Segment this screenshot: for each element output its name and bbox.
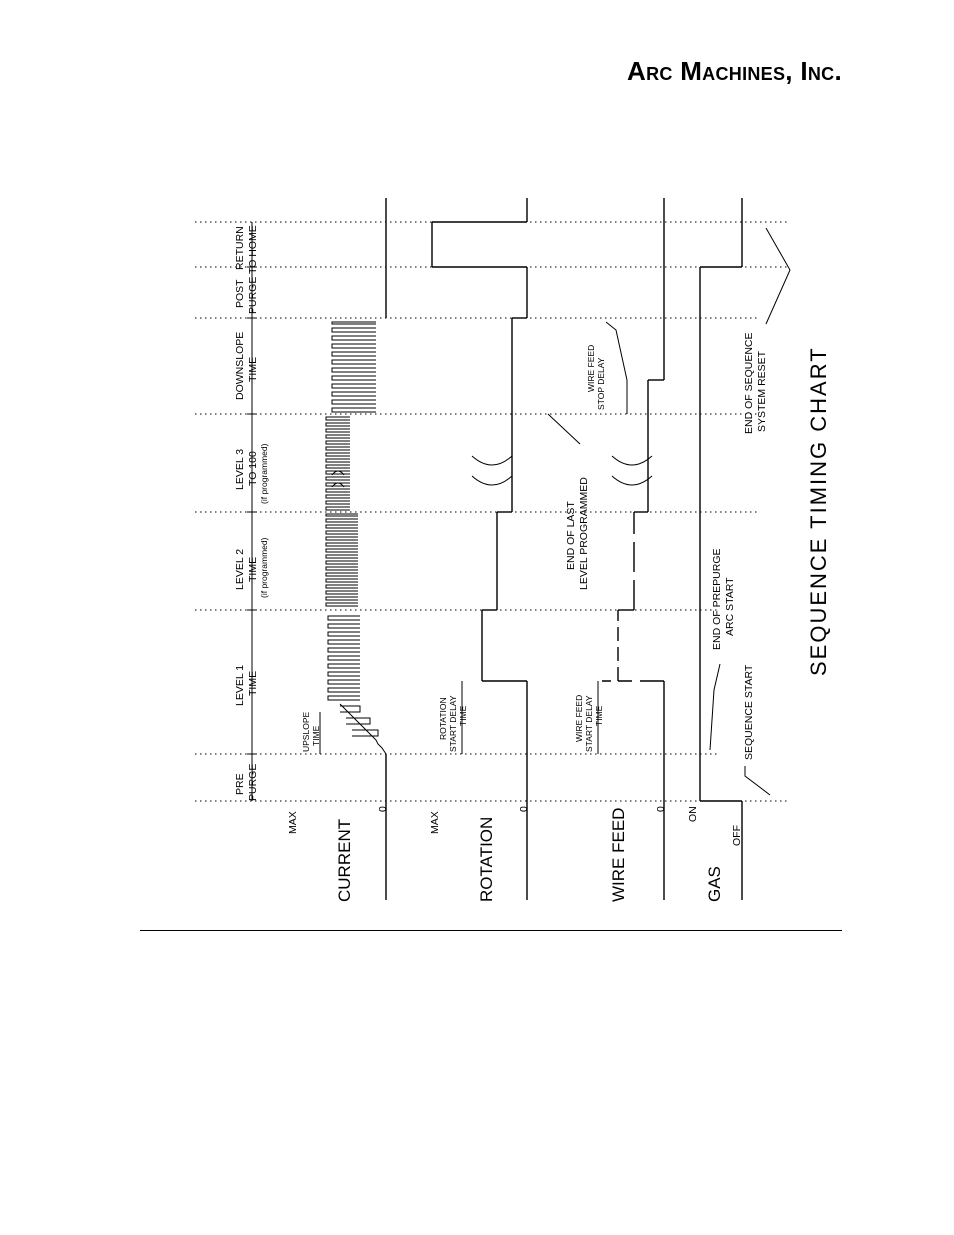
annotation-wire-stop-delay: STOP DELAY [596, 357, 606, 410]
phase-labels: PRE PURGE UPSLOPE TIME LEVEL 1 TIME LEVE… [234, 225, 321, 801]
phase-label-level2: LEVEL 2 [234, 549, 246, 590]
annotation-system-reset: SYSTEM RESET [756, 350, 768, 432]
annotation-rotation-time: TIME [458, 705, 468, 726]
phase-label-level2-note: (if programmed) [259, 537, 269, 598]
phase-label-level3-note: (if programmed) [259, 443, 269, 504]
phase-label-upslope: UPSLOPE [301, 712, 311, 752]
horizontal-rule [140, 930, 842, 931]
annotation-arc-start: ARC START [724, 577, 736, 636]
phase-label-pre: PRE [234, 773, 246, 795]
annotation-wire-feed: WIRE FEED [574, 695, 584, 742]
gas-trace [699, 198, 743, 900]
phase-label-return: RETURN [234, 226, 246, 270]
phase-label-downslope: DOWNSLOPE [234, 332, 246, 400]
label-current: CURRENT [335, 819, 354, 902]
annotation-wire-time: TIME [594, 705, 604, 726]
rotation-break-mark [471, 455, 513, 486]
wire-feed-break-mark [611, 455, 653, 486]
chart-title: SEQUENCE TIMING CHART [806, 346, 831, 676]
annotation-rotation: ROTATION [438, 697, 448, 740]
annotation-wire-start-delay: START DELAY [584, 695, 594, 752]
annotations: ROTATION START DELAY TIME WIRE FEED STAR… [438, 227, 791, 796]
annotation-rotation-start-delay: START DELAY [448, 695, 458, 752]
label-rotation: ROTATION [477, 817, 496, 902]
phase-label-post: POST [234, 279, 246, 308]
signal-labels: CURRENT ROTATION WIRE FEED GAS MAX 0 MAX… [287, 806, 743, 902]
gas-off: OFF [731, 825, 743, 846]
annotation-end-sequence: END OF SEQUENCE [743, 332, 755, 434]
rotation-zero: 0 [518, 806, 530, 812]
phase-label-level1: LEVEL 1 [234, 665, 246, 706]
annotation-end-last: END OF LAST [565, 501, 577, 570]
phase-label-level3: LEVEL 3 [234, 449, 246, 490]
phase-label-post-purge: PURGE [247, 277, 259, 314]
phase-boundaries [195, 221, 790, 802]
rotation-max: MAX [429, 811, 441, 834]
label-gas: GAS [705, 866, 724, 902]
wire-feed-zero: 0 [655, 806, 667, 812]
phase-arrows [247, 222, 321, 801]
wire-feed-trace [597, 198, 665, 900]
current-max: MAX [287, 811, 299, 834]
gas-on: ON [687, 806, 699, 822]
annotation-wire-stop: WIRE FEED [586, 345, 596, 392]
current-zero: 0 [377, 806, 389, 812]
label-wire-feed: WIRE FEED [609, 808, 628, 902]
annotation-level-programmed: LEVEL PROGRAMMED [578, 477, 590, 590]
phase-label-level2-time: TIME [247, 557, 259, 582]
phase-label-level3-to100: TO 100 [247, 451, 259, 486]
annotation-end-prepurge: END OF PREPURGE [711, 548, 723, 650]
phase-label-to-home: TO HOME [247, 225, 259, 274]
phase-label-purge: PURGE [247, 764, 259, 801]
rotation-trace [431, 198, 528, 900]
phase-label-level1-time: TIME [247, 671, 259, 696]
brand-logo: Arc Machines, Inc. [627, 56, 842, 86]
annotation-sequence-start: SEQUENCE START [743, 664, 755, 760]
phase-label-downslope-time: TIME [247, 357, 259, 382]
current-trace [325, 198, 387, 900]
phase-label-upslope-time: TIME [311, 725, 321, 746]
